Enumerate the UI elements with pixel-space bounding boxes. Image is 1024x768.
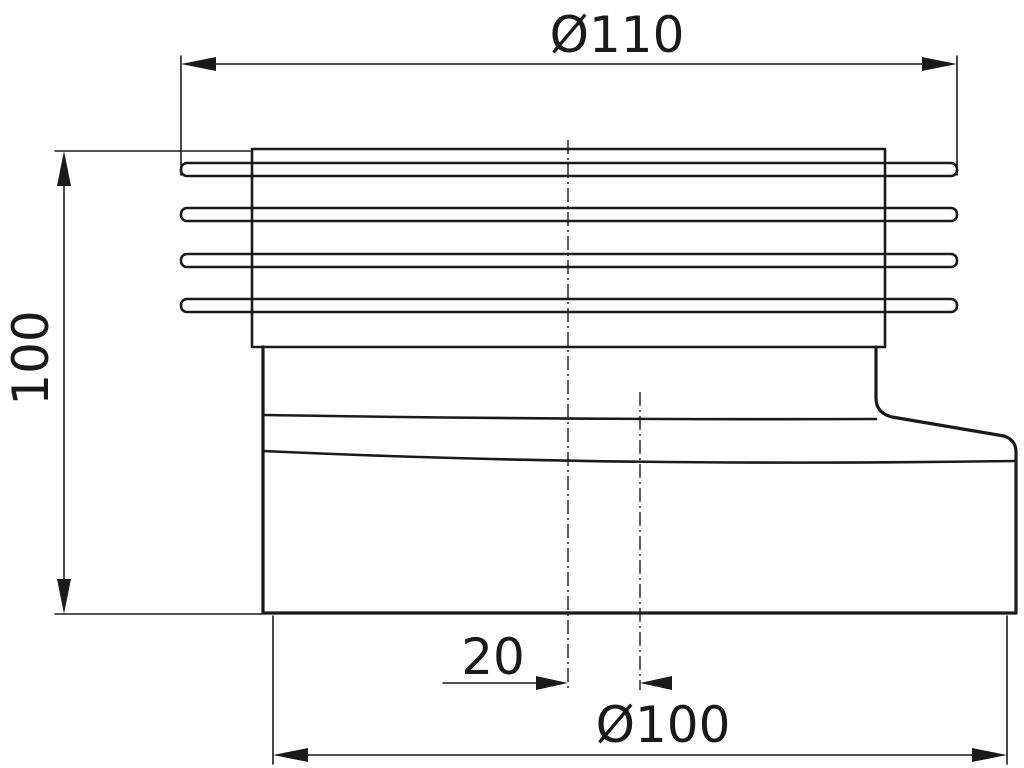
top-arrow-right <box>922 57 957 71</box>
offset-label: 20 <box>461 628 525 686</box>
sealing-rib-1 <box>179 161 959 178</box>
sealing-rib-4 <box>179 297 959 314</box>
bottom-arrow-left <box>273 748 308 762</box>
centerlines <box>567 140 641 690</box>
height-label: 100 <box>2 310 60 405</box>
offset-dimension: 20 <box>442 628 672 690</box>
height-dimension: 100 <box>2 150 263 615</box>
transition-contour-lower <box>261 449 1018 464</box>
top-diameter-label: Ø110 <box>550 6 685 64</box>
bottom-arrow-right <box>972 748 1007 762</box>
bottom-diameter-dimension: Ø100 <box>272 615 1008 765</box>
top-diameter-dimension: Ø110 <box>180 6 958 176</box>
sealing-rib-2 <box>179 206 959 223</box>
lower-eccentric-body <box>261 345 1018 615</box>
bottom-diameter-label: Ø100 <box>596 696 731 754</box>
height-arrow-top <box>57 151 71 186</box>
transition-contour-upper <box>261 413 878 421</box>
offset-arrow-right <box>640 676 672 690</box>
offset-arrow-left <box>536 676 568 690</box>
height-arrow-bottom <box>57 579 71 614</box>
top-arrow-left <box>181 57 216 71</box>
lower-body-outline <box>261 345 1018 615</box>
sealing-rib-3 <box>179 252 959 269</box>
sealing-ribs <box>179 161 959 314</box>
